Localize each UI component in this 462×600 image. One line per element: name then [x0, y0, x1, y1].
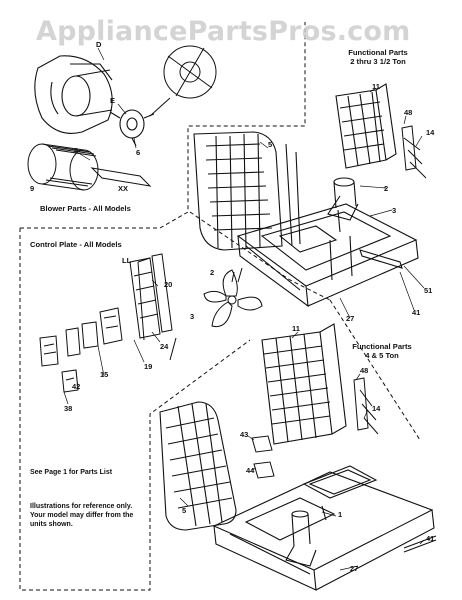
section-dividers: [19, 22, 421, 591]
callout-control-38: 38: [64, 404, 73, 413]
callout-large-11: 11: [292, 324, 300, 333]
callout-blower-9: 9: [30, 184, 35, 193]
heading-blower-parts: Blower Parts - All Models: [40, 204, 131, 213]
note-disclaimer-line1: Illustrations for reference only.: [30, 503, 133, 510]
callout-control-42: 42: [72, 382, 81, 391]
callout-blower-e: E: [110, 96, 116, 105]
callout-control-19: 19: [144, 362, 153, 371]
callout-control-24: 24: [160, 342, 169, 351]
small-coil-flat: [335, 83, 397, 169]
large-coil-curved: [159, 401, 237, 531]
callout-blower-6: 6: [136, 148, 141, 157]
heading-functional-small-line2: 2 thru 3 1/2 Ton: [350, 57, 406, 66]
large-basepan: [212, 465, 435, 591]
callout-large-41: 41: [426, 534, 435, 543]
callout-blower-d: D: [96, 40, 102, 49]
large-rod: [403, 535, 437, 553]
small-bracket: [401, 125, 427, 179]
callout-small-41: 41: [412, 308, 421, 317]
blower-housing: [34, 55, 113, 134]
callout-large-43: 43: [240, 430, 249, 439]
callout-blower-8: 8: [74, 146, 79, 155]
callout-large-14: 14: [372, 404, 381, 413]
callout-small-27: 27: [346, 314, 355, 323]
small-basepan: [236, 177, 419, 308]
leader-lines: [63, 47, 425, 571]
large-coil-flat: [261, 323, 347, 445]
watermark: AppliancePartsPros.com: [36, 16, 411, 47]
callout-small-51: 51: [424, 286, 433, 295]
callout-fan-2: 2: [210, 268, 215, 277]
blower-motor: [109, 109, 155, 147]
blower-strap: [90, 167, 152, 187]
small-coil-curved: [193, 131, 301, 251]
note-parts-list: See Page 1 for Parts List: [30, 469, 113, 476]
callout-large-27: 27: [350, 564, 359, 573]
note-disclaimer: Illustrations for reference only. Your m…: [30, 502, 133, 529]
control-plate-parts: [39, 253, 177, 393]
callout-small-14: 14: [426, 128, 435, 137]
callout-small-5: 5: [268, 140, 273, 149]
callout-control-20: 20: [164, 280, 173, 289]
callout-large-44: 44: [246, 466, 255, 475]
callout-control-ll: LL: [122, 256, 132, 265]
heading-functional-large-line1: Functional Parts: [352, 342, 412, 351]
callout-large-5: 5: [182, 506, 187, 515]
fan-blade: [203, 267, 263, 328]
heading-functional-small: Functional Parts 2 thru 3 1/2 Ton: [330, 48, 426, 66]
callout-small-11: 11: [372, 82, 380, 91]
note-disclaimer-line2: Your model may differ from the: [30, 512, 134, 519]
large-side-panel: [251, 435, 275, 479]
heading-functional-large: Functional Parts 4 & 5 Ton: [334, 342, 430, 360]
callout-small-3: 3: [392, 206, 397, 215]
callout-large-1: 1: [338, 510, 343, 519]
blower-wheel: [27, 143, 99, 191]
callout-small-48: 48: [404, 108, 413, 117]
callout-control-15: 15: [100, 370, 109, 379]
large-bracket: [353, 377, 379, 435]
heading-functional-large-line2: 4 & 5 Ton: [365, 351, 399, 360]
note-disclaimer-line3: units shown.: [30, 521, 73, 528]
heading-functional-small-line1: Functional Parts: [348, 48, 408, 57]
callout-large-48: 48: [360, 366, 369, 375]
callout-fan-3: 3: [190, 312, 195, 321]
callout-small-2: 2: [384, 184, 389, 193]
blower-magnifier: [149, 45, 217, 117]
heading-control-plate: Control Plate - All Models: [30, 240, 122, 249]
callout-blower-xx: XX: [118, 184, 129, 193]
